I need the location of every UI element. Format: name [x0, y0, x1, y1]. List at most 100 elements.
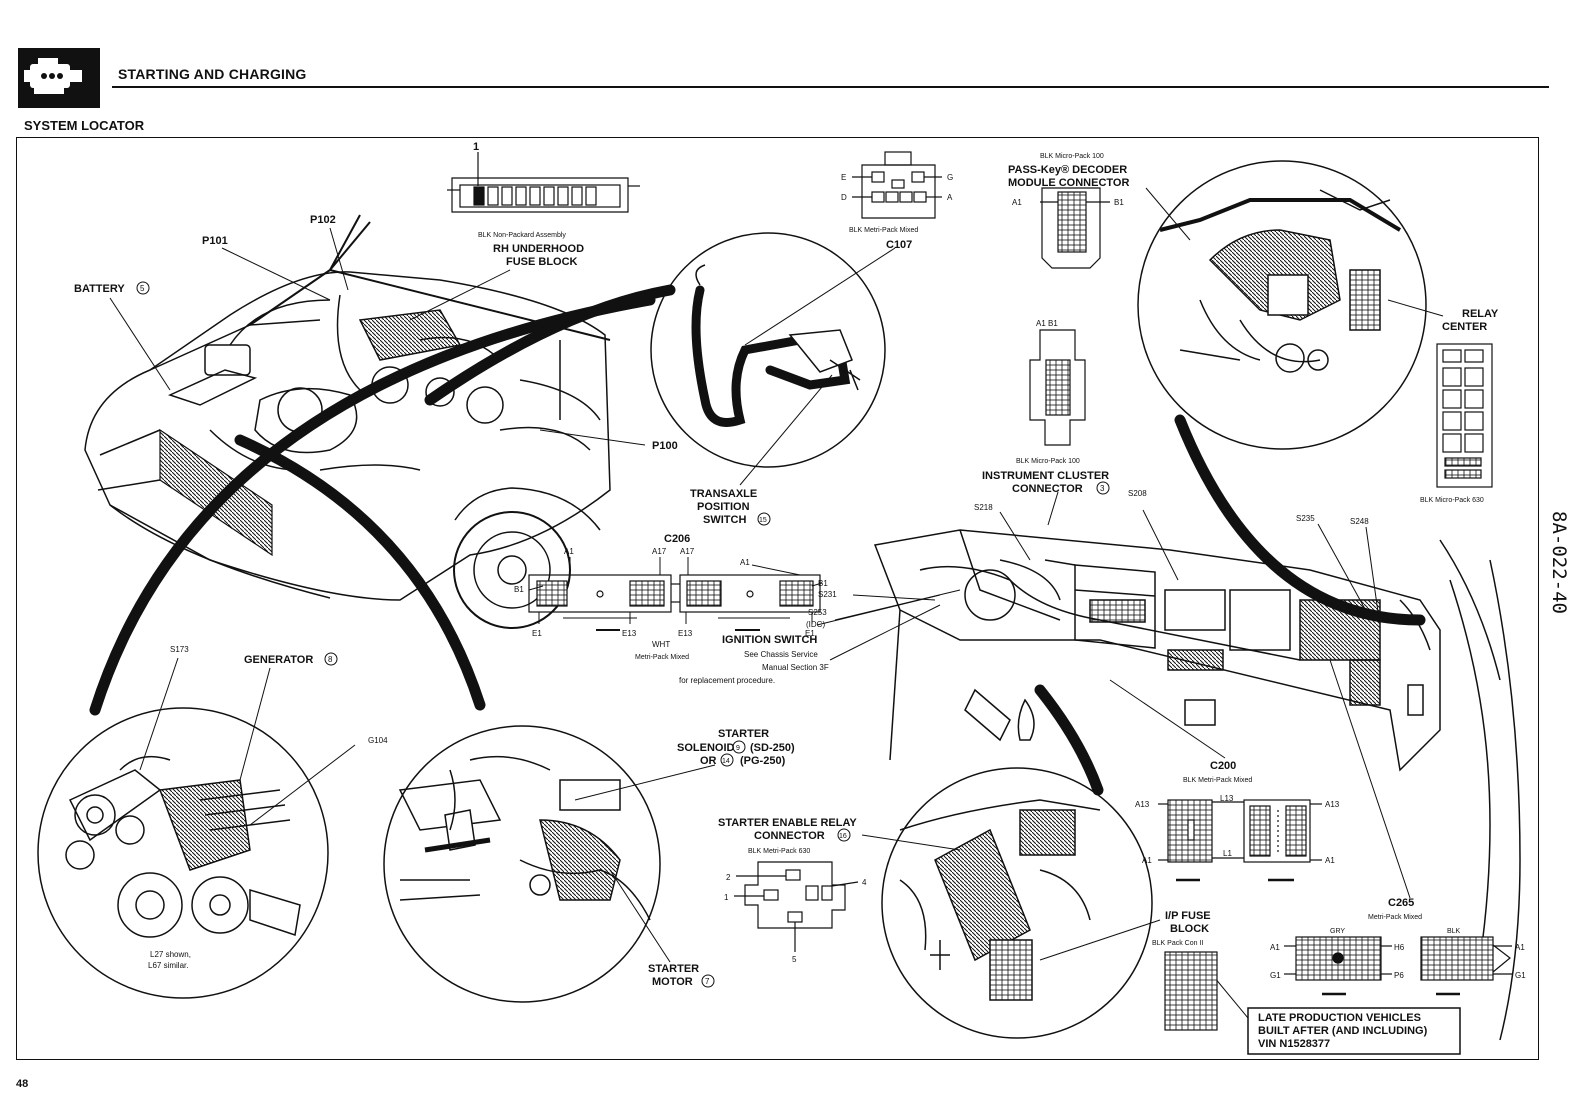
- battery-label: BATTERY: [74, 283, 125, 295]
- fuse-pin-label: 1: [473, 141, 479, 153]
- late-production-line-1: LATE PRODUCTION VEHICLES: [1258, 1012, 1421, 1024]
- ignition-label-3: Manual Section 3F: [762, 663, 829, 672]
- c265-pin-h6: H6: [1394, 943, 1405, 952]
- section-subtitle: SYSTEM LOCATOR: [24, 118, 145, 133]
- vehicle-leader-lines: [109, 227, 646, 446]
- engine-note-2: L67 similar.: [148, 961, 188, 970]
- cluster-pack-label: BLK Micro-Pack 100: [1016, 458, 1080, 465]
- transaxle-label-1: TRANSAXLE: [690, 488, 757, 500]
- ignition-label-2: See Chassis Service: [744, 650, 818, 659]
- c200-pin-a1b: A1: [1325, 856, 1335, 865]
- c206-pin-a17: A17: [652, 547, 667, 556]
- transaxle-label-2: POSITION: [697, 501, 750, 513]
- enable-relay-label-1: STARTER ENABLE RELAY: [718, 817, 857, 829]
- c200-connector-diagram: [1158, 799, 1322, 882]
- s248-label: S248: [1350, 517, 1369, 526]
- starter-enable-relay-connector-diagram: [734, 861, 859, 952]
- battery-ref-circle: [136, 281, 150, 295]
- c206-pin-e1: E1: [532, 629, 542, 638]
- generator-ref: 8: [328, 655, 333, 664]
- c200-pin-a13b: A13: [1325, 800, 1340, 809]
- late-production-line-2: BUILT AFTER (AND INCLUDING): [1258, 1025, 1428, 1037]
- starter-motor-label-2: MOTOR: [652, 976, 693, 988]
- c206-pin-b1: B1: [818, 579, 828, 588]
- ip-fuse-block-diagram: [1164, 951, 1218, 1031]
- c265-pin-a1b: A1: [1515, 943, 1525, 952]
- p101-label: P101: [202, 235, 228, 247]
- enable-ref: 16: [839, 833, 847, 840]
- relay-pack-label: BLK Micro-Pack 630: [1420, 497, 1484, 504]
- starter-ref2: 14: [722, 758, 730, 765]
- s208-label: S208: [1128, 489, 1147, 498]
- transaxle-ref: 15: [759, 517, 767, 524]
- starter-solenoid-label-1: STARTER: [718, 728, 769, 740]
- c206-label: C206: [664, 533, 690, 545]
- cluster-ref-circle: [1096, 481, 1110, 495]
- c206-pin-e1b: E1: [805, 629, 815, 638]
- transaxle-detail-circle: [650, 232, 886, 468]
- c200-pin-a13: A13: [1135, 800, 1150, 809]
- enable-pin-2: 2: [726, 873, 731, 882]
- decoder-label-2: MODULE CONNECTOR: [1008, 177, 1129, 189]
- starter-motor-ref-circle: [701, 974, 715, 988]
- ip-fuse-pack-label: BLK Pack Con II: [1152, 940, 1203, 947]
- enable-pack-label: BLK Metri-Pack 630: [748, 848, 810, 855]
- c265-pin-p6: P6: [1394, 971, 1404, 980]
- c206-pack-label: Metri-Pack Mixed: [635, 654, 689, 661]
- c265-pin-g1b: G1: [1515, 971, 1526, 980]
- enable-pin-4: 4: [862, 878, 867, 887]
- c206-connector-diagram: [528, 574, 821, 631]
- pass-key-decoder-connector-diagram: [1040, 187, 1110, 269]
- transaxle-ref-circle: [757, 512, 771, 526]
- c200-pin-a1: A1: [1142, 856, 1152, 865]
- s231-label: S231: [818, 590, 837, 599]
- fuse-assembly-label: BLK Non-Packard Assembly: [478, 232, 566, 239]
- c200-label: C200: [1210, 760, 1236, 772]
- c107-pin-e: E: [841, 173, 846, 182]
- enable-relay-label-2: CONNECTOR: [754, 830, 825, 842]
- c200-pin-l13: L13: [1220, 794, 1234, 803]
- cluster-label-2: CONNECTOR: [1012, 483, 1083, 495]
- enable-pin-5: 5: [792, 955, 797, 964]
- c107-connector-diagram: [852, 151, 942, 219]
- rh-underhood-fuse-block-diagram: [447, 152, 640, 213]
- c107-pin-d: D: [841, 193, 847, 202]
- c265-pin-g1: G1: [1270, 971, 1281, 980]
- c206-pin-a1: A1: [564, 547, 574, 556]
- generator-leaders: [139, 657, 356, 826]
- ip-fuse-label-1: I/P FUSE: [1165, 910, 1211, 922]
- page-title: STARTING AND CHARGING: [118, 66, 307, 82]
- c206-pin-e13: E13: [622, 629, 637, 638]
- enable-ref-circle: [837, 828, 851, 842]
- ignition-label-4: for replacement procedure.: [679, 676, 775, 685]
- c200-pack-label: BLK Metri-Pack Mixed: [1183, 777, 1252, 784]
- c107-pin-g: G: [947, 173, 953, 182]
- c206-color: WHT: [652, 640, 670, 649]
- ip-fuse-block-detail-circle: [881, 767, 1153, 1039]
- ignition-label-1: IGNITION SWITCH: [722, 634, 817, 646]
- c265-pack-label: Metri-Pack Mixed: [1368, 914, 1422, 921]
- c265-connector-diagram: [1284, 936, 1512, 996]
- decoder-pin-a1: A1: [1012, 198, 1022, 207]
- c200-pin-l1: L1: [1223, 849, 1232, 858]
- transaxle-leaders: [739, 247, 896, 486]
- c206-pin-b1b: B1: [514, 585, 524, 594]
- engine-note-1: L27 shown,: [150, 950, 191, 959]
- ip-fuse-label-2: BLOCK: [1170, 923, 1209, 935]
- late-production-line-3: VIN N1528377: [1258, 1038, 1330, 1050]
- battery-ref: 5: [140, 284, 145, 293]
- s235-label: S235: [1296, 514, 1315, 523]
- s173-label: S173: [170, 645, 189, 654]
- generator-detail-circle: [37, 707, 329, 999]
- c206-pin-leaders: [528, 557, 823, 624]
- starter-motor-label-1: STARTER: [648, 963, 699, 975]
- c265-label: C265: [1388, 897, 1414, 909]
- c200-leader: [1109, 679, 1226, 759]
- c265-gry-label: GRY: [1330, 928, 1345, 935]
- c265-blk-label: BLK: [1447, 928, 1461, 935]
- late-production-note-box: [1247, 1007, 1461, 1055]
- diagram-frame: [16, 137, 1539, 1060]
- decoder-label-1: PASS-Key® DECODER: [1008, 164, 1127, 176]
- starter-ref1: 9: [736, 745, 740, 752]
